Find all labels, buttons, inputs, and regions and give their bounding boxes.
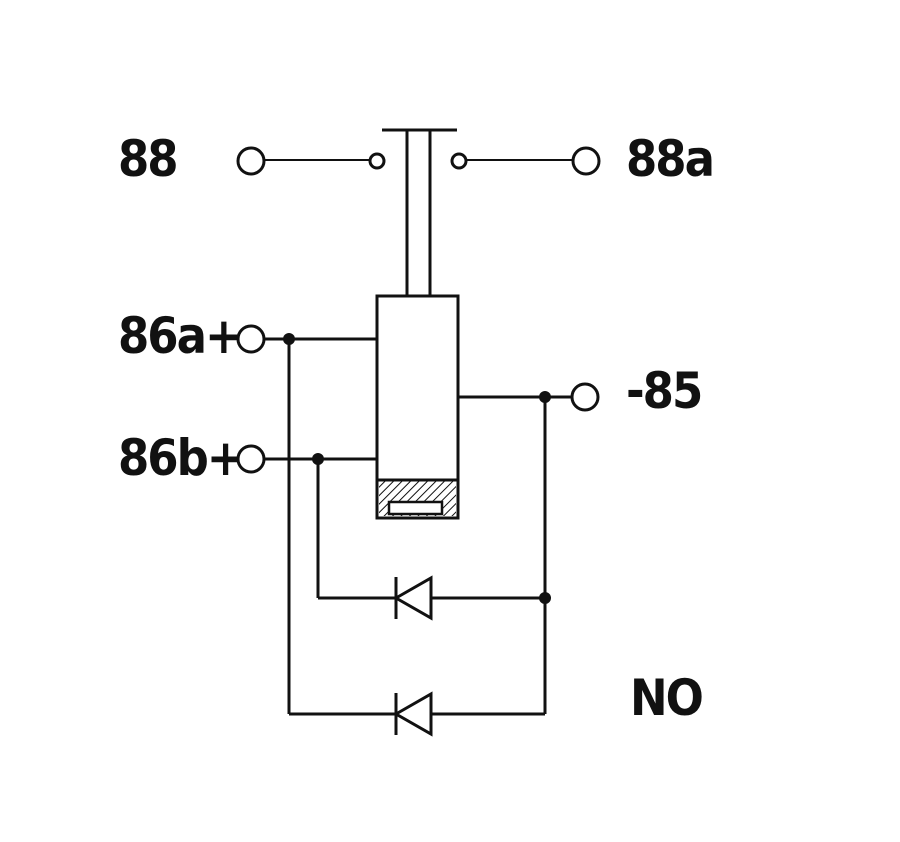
junction-dot xyxy=(283,333,295,345)
terminal-88 xyxy=(236,146,266,176)
diode-lower xyxy=(392,691,433,737)
diode-upper xyxy=(392,575,433,621)
relay-coil xyxy=(375,294,460,520)
label-88: 88 xyxy=(118,130,177,188)
junction-dot xyxy=(539,391,551,403)
terminal-86a xyxy=(236,324,266,354)
junction-dot xyxy=(539,592,551,604)
label-85: -85 xyxy=(626,362,701,420)
coil-wiring xyxy=(265,337,571,716)
plunger xyxy=(382,128,457,296)
junction-dot xyxy=(312,453,324,465)
terminal-86b xyxy=(236,444,266,474)
label-86a: 86a+ xyxy=(118,307,241,365)
label-88a: 88a xyxy=(626,130,713,188)
contact-type-label: NO xyxy=(630,669,702,727)
label-86b: 86b+ xyxy=(118,429,243,487)
terminal-85 xyxy=(570,382,600,412)
switch-contacts xyxy=(264,152,573,170)
terminal-88a xyxy=(571,146,601,176)
